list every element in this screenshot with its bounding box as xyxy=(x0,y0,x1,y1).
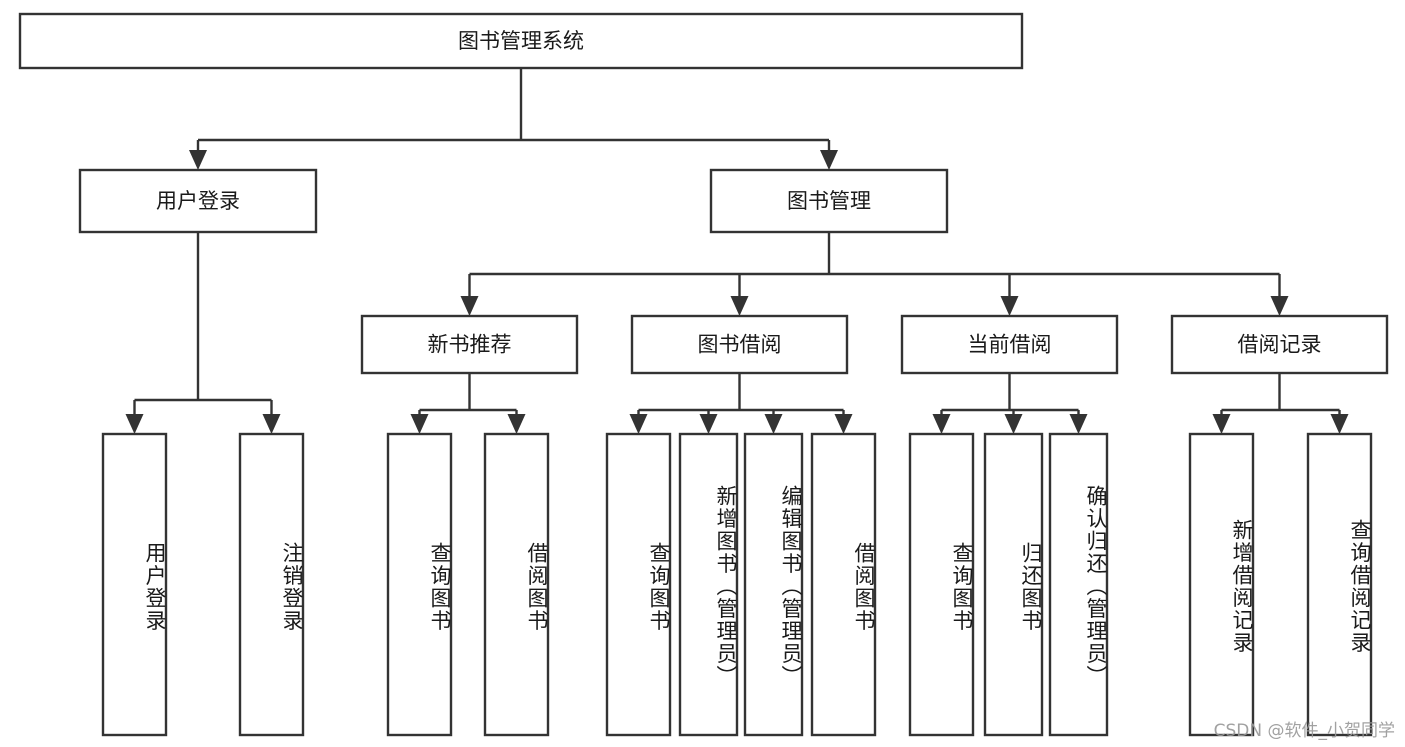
level3-node-box-3[interactable] xyxy=(1170,314,1389,375)
leaf-arrow-5 xyxy=(699,414,718,434)
level3-node-label-1: 图书借阅 xyxy=(698,333,782,357)
level3-node-label-0: 新书推荐 xyxy=(428,333,512,357)
level2-node-box-0[interactable] xyxy=(78,168,318,234)
leaf-arrow-12 xyxy=(1330,414,1349,434)
leaf-arrow-1 xyxy=(262,414,281,434)
level3-arrow-0 xyxy=(460,296,479,316)
leaf-node-box-0[interactable] xyxy=(101,432,168,737)
leaf-node-box-4[interactable] xyxy=(605,432,672,737)
connector-layer xyxy=(125,68,1349,434)
leaf-node-box-8[interactable] xyxy=(908,432,975,737)
level3-arrow-1 xyxy=(730,296,749,316)
leaf-node-box-9[interactable] xyxy=(983,432,1044,737)
leaf-node-box-3[interactable] xyxy=(483,432,550,737)
level3-arrow-2 xyxy=(1000,296,1019,316)
leaf-arrow-0 xyxy=(125,414,144,434)
level2-node-label-1: 图书管理 xyxy=(787,189,871,213)
node-box-layer xyxy=(18,12,1389,737)
root-node-label-0: 图书管理系统 xyxy=(458,29,584,53)
leaf-arrow-9 xyxy=(1004,414,1023,434)
leaf-arrow-10 xyxy=(1069,414,1088,434)
leaf-arrow-4 xyxy=(629,414,648,434)
leaf-arrow-6 xyxy=(764,414,783,434)
level3-arrow-3 xyxy=(1270,296,1289,316)
leaf-arrow-2 xyxy=(410,414,429,434)
level2-node-label-0: 用户登录 xyxy=(156,189,240,213)
level2-node-box-1[interactable] xyxy=(709,168,949,234)
leaf-node-box-6[interactable] xyxy=(743,432,804,737)
level3-node-box-0[interactable] xyxy=(360,314,579,375)
leaf-arrow-3 xyxy=(507,414,526,434)
leaf-arrow-8 xyxy=(932,414,951,434)
leaf-node-box-12[interactable] xyxy=(1306,432,1373,737)
leaf-node-box-10[interactable] xyxy=(1048,432,1109,737)
level3-node-box-2[interactable] xyxy=(900,314,1119,375)
leaf-arrow-7 xyxy=(834,414,853,434)
leaf-node-box-7[interactable] xyxy=(810,432,877,737)
level2-arrow-0 xyxy=(189,150,207,170)
level3-node-label-2: 当前借阅 xyxy=(968,333,1052,357)
root-node-box-0[interactable] xyxy=(18,12,1024,70)
leaf-node-box-11[interactable] xyxy=(1188,432,1255,737)
leaf-node-box-1[interactable] xyxy=(238,432,305,737)
leaf-node-box-5[interactable] xyxy=(678,432,739,737)
leaf-node-box-2[interactable] xyxy=(386,432,453,737)
level2-arrow-1 xyxy=(820,150,838,170)
leaf-arrow-11 xyxy=(1212,414,1231,434)
level3-node-label-3: 借阅记录 xyxy=(1238,333,1322,357)
level3-node-box-1[interactable] xyxy=(630,314,849,375)
